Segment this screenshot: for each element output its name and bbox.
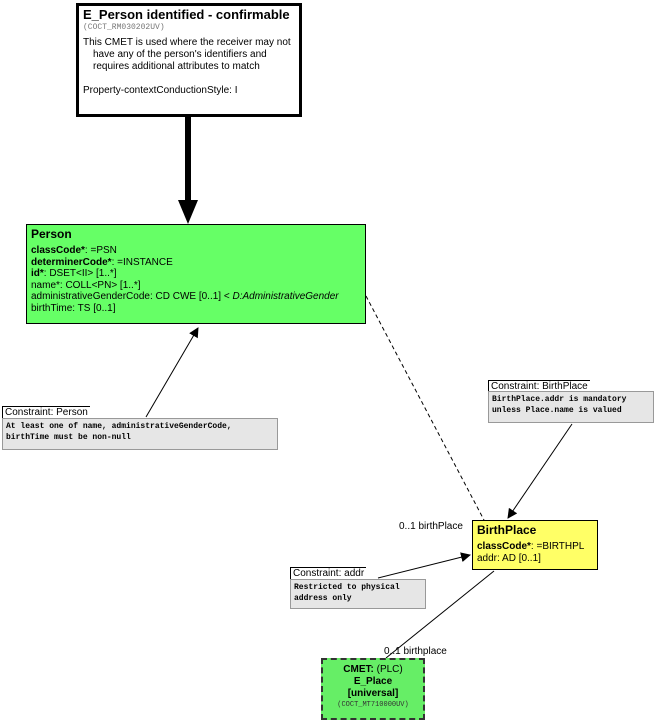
entry-arrowhead	[178, 200, 198, 224]
constraint-birthplace-header: Constraint: BirthPlace	[488, 380, 590, 393]
constraint-addr-note: Restricted to physical address only	[290, 579, 426, 609]
constraint-addr-header: Constraint: addr	[290, 567, 367, 580]
birthplace-class-name: BirthPlace	[477, 523, 537, 537]
birthplace-class-box: BirthPlace classCode*: =BIRTHPL addr: AD…	[472, 520, 598, 570]
birthplace-cmet-association	[385, 570, 495, 659]
cmet-flavor: [universal]	[347, 688, 399, 699]
entry-point-box: E_Person identified - confirmable (COCT_…	[76, 3, 302, 117]
constraint-addr-link	[377, 552, 471, 579]
person-class-box: Person classCode*: =PSN determinerCode*:…	[26, 224, 366, 324]
constraint-addr-line: Restricted to physical	[294, 583, 400, 592]
role-name-birthplace: 0..1 birthPlace	[399, 521, 463, 532]
person-birthplace-association	[365, 295, 485, 521]
cmet-name: E_Place	[353, 676, 393, 687]
constraint-person-line: birthTime must be non-null	[6, 433, 131, 442]
birthplace-attr-addr: addr: AD [0..1]	[477, 552, 541, 564]
constraint-person-header: Constraint: Person	[2, 406, 90, 419]
person-class-name: Person	[31, 227, 72, 241]
constraint-addr-line: address only	[294, 594, 352, 603]
entry-style: Property-contextConductionStyle: I	[83, 85, 238, 96]
cmet-place-box: CMET: (PLC) E_Place [universal] (COCT_MT…	[321, 658, 425, 720]
constraint-birthplace-line: unless Place.name is valued	[492, 406, 622, 415]
constraint-person-note: At least one of name, administrativeGend…	[2, 418, 278, 450]
cmet-label-line: CMET: (PLC)	[343, 664, 403, 675]
role-name-place: 0..1 birthplace	[384, 646, 447, 657]
constraint-person-line: At least one of name, administrativeGend…	[6, 422, 232, 431]
constraint-birthplace-note: BirthPlace.addr is mandatory unless Plac…	[488, 391, 654, 423]
person-attr-name: name*: COLL<PN> [1..*]	[31, 279, 141, 291]
entry-title: E_Person identified - confirmable	[83, 7, 290, 22]
constraint-person-link	[145, 327, 199, 418]
entry-code: (COCT_RM030202UV)	[83, 23, 165, 32]
person-attr-determinercode: determinerCode*: =INSTANCE	[31, 256, 173, 268]
constraint-birthplace-link	[507, 423, 573, 519]
cmet-code: (COCT_MT710000UV)	[337, 701, 409, 709]
constraint-birthplace-line: BirthPlace.addr is mandatory	[492, 395, 627, 404]
person-attr-id: id*: DSET<II> [1..*]	[31, 268, 117, 279]
person-attr-birthtime: birthTime: TS [0..1]	[31, 302, 116, 314]
entry-description: This CMET is used where the receiver may…	[83, 37, 291, 72]
person-attr-classcode: classCode*: =PSN	[31, 245, 117, 256]
birthplace-attr-classcode: classCode*: =BIRTHPL	[477, 541, 585, 552]
person-attr-gender: administrativeGenderCode: CD CWE [0..1] …	[31, 291, 339, 302]
